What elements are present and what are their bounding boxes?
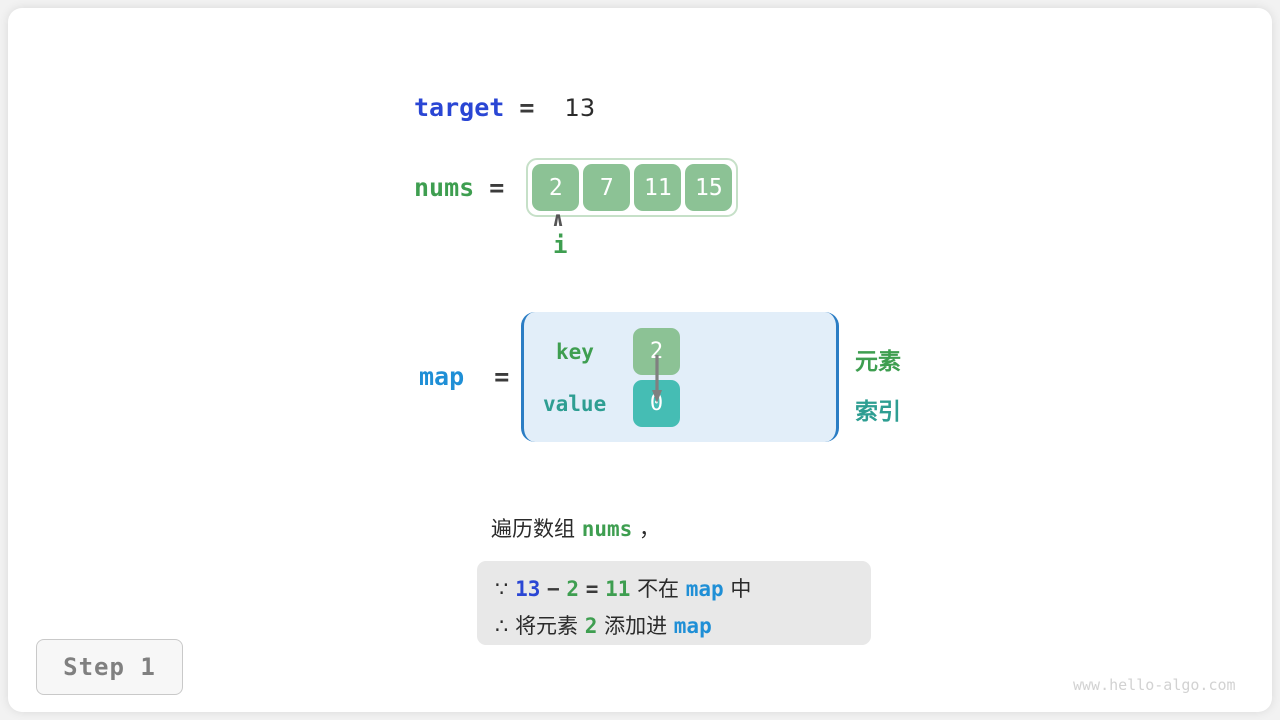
note-box xyxy=(477,561,871,645)
array-cell: 11 xyxy=(634,164,682,211)
caption-suffix: ， xyxy=(632,517,660,541)
note-map-ref: map xyxy=(673,614,712,638)
map-container-box xyxy=(521,312,839,442)
array-cell: 2 xyxy=(532,164,580,211)
note-line-1: ∵ 13 − 2 = 11 不在 map 中 xyxy=(495,573,751,603)
note-result: 11 xyxy=(605,577,631,601)
caption-prefix: 遍历数组 xyxy=(491,517,582,541)
map-assignment-label: map = xyxy=(419,362,509,391)
target-equals-sign: = xyxy=(519,93,535,122)
index-pointer-label: i xyxy=(553,231,568,259)
because-symbol: ∵ xyxy=(495,577,509,601)
map-key-label: key xyxy=(556,340,594,364)
nums-assignment-row: nums = 2 7 11 15 xyxy=(414,158,739,217)
note-line-2: ∴ 将元素 2 添加进 map xyxy=(495,610,712,640)
target-assignment-row: target = 13 xyxy=(414,93,595,122)
note-text-in: 中 xyxy=(730,577,752,601)
array-cell: 7 xyxy=(583,164,631,211)
therefore-symbol: ∴ xyxy=(495,614,509,638)
note-text-add-into: 添加进 xyxy=(604,614,668,638)
map-element-side-label: 元素 xyxy=(855,349,901,375)
note-operand-a: 13 xyxy=(515,577,541,601)
note-added-value: 2 xyxy=(584,614,598,638)
nums-variable-name: nums xyxy=(414,173,475,202)
map-variable-name: map xyxy=(419,362,465,391)
note-operand-b: 2 xyxy=(566,577,580,601)
nums-array: 2 7 11 15 xyxy=(526,158,739,217)
array-cell: 15 xyxy=(685,164,733,211)
note-equals-sign: = xyxy=(585,577,599,601)
target-value: 13 xyxy=(564,94,596,122)
target-variable-name: target xyxy=(414,93,505,122)
note-text-add-element: 将元素 xyxy=(515,614,579,638)
watermark: www.hello-algo.com xyxy=(1073,676,1236,694)
caption-code: nums xyxy=(581,517,633,541)
nums-equals-sign: = xyxy=(489,173,505,202)
index-pointer-caret-icon: ∧ xyxy=(552,207,565,231)
map-equals-sign: = xyxy=(494,362,510,391)
note-text-not-in: 不在 xyxy=(637,577,680,601)
note-minus-sign: − xyxy=(547,577,560,601)
note-map-ref: map xyxy=(685,577,724,601)
caption-text: 遍历数组 nums ， xyxy=(491,513,660,543)
map-index-side-label: 索引 xyxy=(855,399,901,425)
step-badge: Step 1 xyxy=(36,639,183,695)
key-to-value-arrow-icon xyxy=(652,355,662,403)
map-value-label: value xyxy=(543,392,607,416)
